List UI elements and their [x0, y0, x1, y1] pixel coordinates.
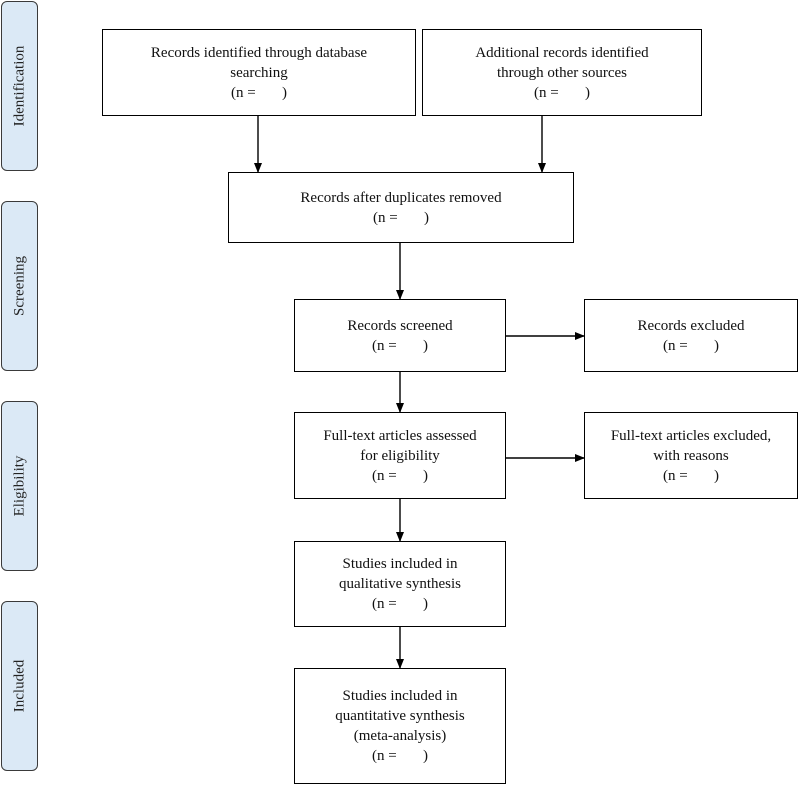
- node-quantitative: Studies included in quantitative synthes…: [294, 668, 506, 784]
- node-other-sources-line-2: through other sources: [497, 64, 627, 81]
- node-after-duplicates-line-1: Records after duplicates removed: [300, 189, 502, 206]
- node-excluded: Records excluded (n = ): [584, 299, 798, 372]
- node-full-text-excluded-line-1: Full-text articles excluded,: [610, 427, 772, 444]
- node-screened: Records screened (n = ): [294, 299, 506, 372]
- node-qualitative: Studies included in qualitative synthesi…: [294, 541, 506, 627]
- node-full-text-count: (n = ): [372, 467, 428, 484]
- node-db-search-count: (n = ): [231, 84, 287, 101]
- phase-identification: Identification: [1, 1, 38, 171]
- node-db-search-line-2: searching: [230, 64, 288, 81]
- node-db-search: Records identified through database sear…: [102, 29, 416, 116]
- phase-label-identification: Identification: [11, 45, 27, 127]
- node-full-text-line-2: for eligibility: [360, 447, 440, 464]
- node-full-text-excluded-line-2: with reasons: [653, 447, 729, 464]
- node-quantitative-line-2: quantitative synthesis: [335, 708, 465, 724]
- node-qualitative-line-1: Studies included in: [342, 556, 458, 572]
- node-full-text-excluded: Full-text articles excluded, with reason…: [584, 412, 798, 499]
- node-full-text-excluded-count: (n = ): [663, 467, 719, 484]
- phase-label-included: Included: [11, 659, 27, 713]
- node-full-text-line-1: Full-text articles assessed: [323, 427, 477, 444]
- phase-included: Included: [1, 601, 38, 771]
- node-qualitative-count: (n = ): [372, 596, 428, 612]
- node-other-sources: Additional records identified through ot…: [422, 29, 702, 116]
- node-full-text: Full-text articles assessed for eligibil…: [294, 412, 506, 499]
- node-db-search-line-1: Records identified through database: [150, 44, 368, 61]
- phase-eligibility: Eligibility: [1, 401, 38, 571]
- node-quantitative-line-1: Studies included in: [342, 688, 458, 704]
- node-screened-line-1: Records screened: [347, 317, 453, 334]
- node-other-sources-line-1: Additional records identified: [475, 44, 649, 61]
- phase-label-eligibility: Eligibility: [11, 455, 27, 517]
- phase-label-screening: Screening: [11, 256, 27, 316]
- phase-screening: Screening: [1, 201, 38, 371]
- node-excluded-count: (n = ): [663, 337, 719, 354]
- node-after-duplicates: Records after duplicates removed (n = ): [228, 172, 574, 243]
- node-excluded-line-1: Records excluded: [637, 317, 745, 334]
- node-after-duplicates-count: (n = ): [373, 209, 429, 226]
- node-quantitative-count: (n = ): [372, 748, 428, 764]
- node-quantitative-line-3: (meta-analysis): [353, 728, 447, 744]
- node-other-sources-count: (n = ): [534, 84, 590, 101]
- node-screened-count: (n = ): [372, 337, 428, 354]
- node-qualitative-line-2: qualitative synthesis: [338, 576, 462, 592]
